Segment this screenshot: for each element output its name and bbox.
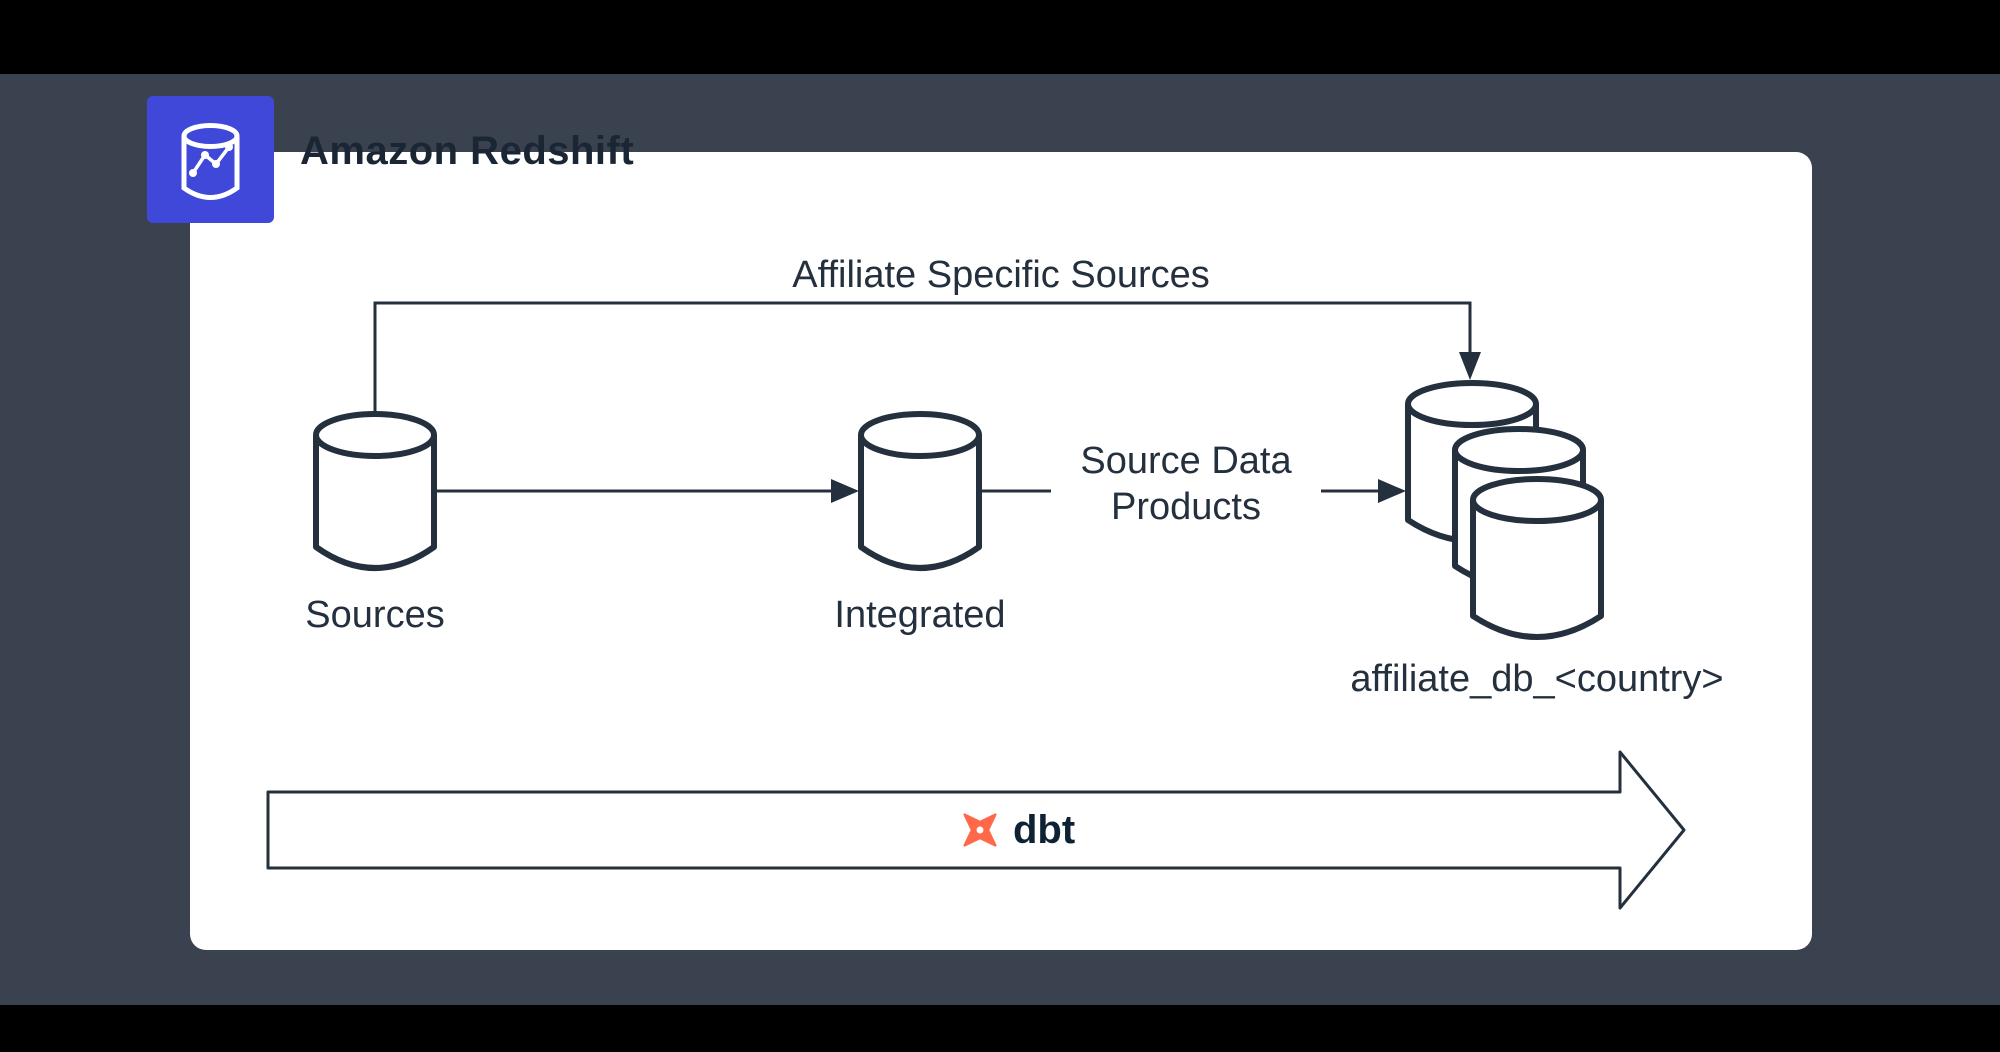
edge-label-source-data-products: Source Data Products [1051,436,1321,532]
dbt-logo: dbt [957,800,1075,860]
top-letterbox [0,0,2000,74]
dbt-logo-icon [963,813,997,847]
bottom-letterbox [0,1005,2000,1052]
node-label-sources: Sources [305,594,445,636]
dbt-logo-text: dbt [1013,807,1076,852]
page-title: Amazon Redshift [300,129,635,173]
edge-label-affiliate-specific-sources: Affiliate Specific Sources [792,254,1210,296]
redshift-database-icon [181,123,240,200]
redshift-badge [147,96,274,223]
node-label-integrated: Integrated [834,594,1006,636]
node-label-affiliate-db-country: affiliate_db_<country> [1350,658,1724,700]
